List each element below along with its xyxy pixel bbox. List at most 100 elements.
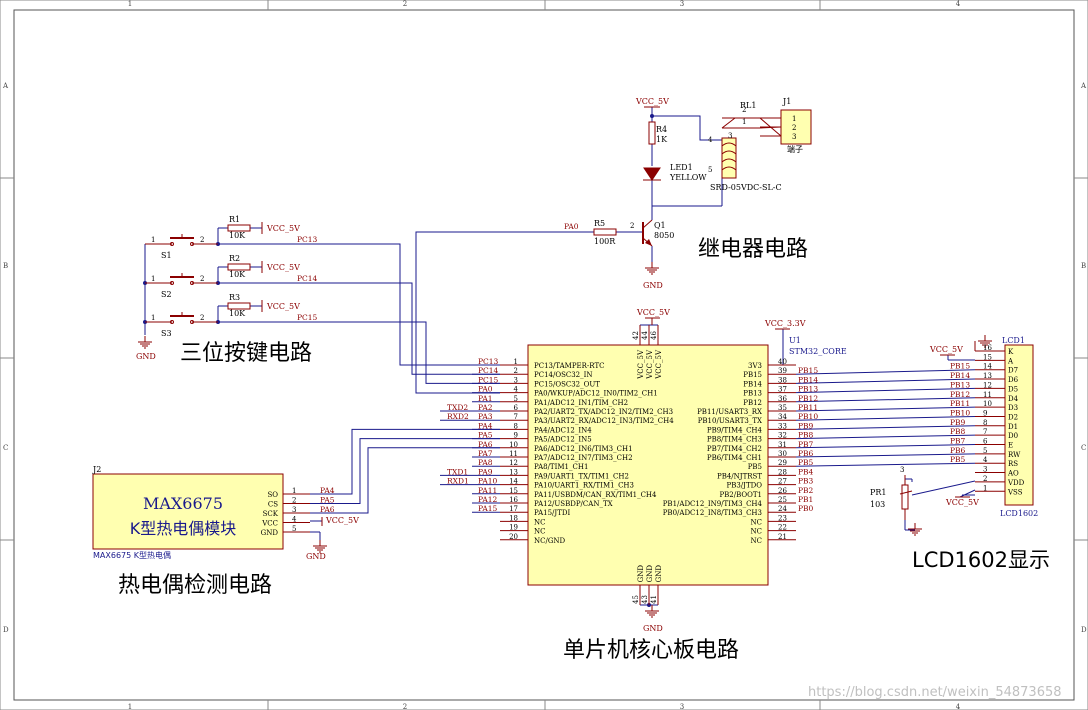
lcd-net-label: PB15 [950,362,970,371]
pot-value: 103 [870,500,885,509]
mcu-left-pin-number: 16 [509,496,518,504]
mcu-left-pin-number: 2 [514,367,518,375]
r5-value: 100R [594,237,616,246]
mcu-left-pin-number: 14 [509,478,518,486]
mcu-right-pin-name: PB14 [743,380,762,388]
relay-vcc-label: VCC_5V [635,97,669,106]
button-net-label: PC15 [297,313,318,322]
frame-row-label-left: B [3,262,8,270]
bus-wire-pb13 [795,387,976,394]
mcu-right-pin-number: 37 [778,386,787,394]
watermark-text: https://blog.csdn.net/weixin_54873658 [808,685,1062,700]
mcu-top-pin-number: 44 [641,331,649,340]
lcd-vdd-wire [959,489,976,498]
frame-row-label-left: C [3,444,8,452]
lcd-pin-name: VDD [1007,479,1025,487]
mcu-right-pin-name: PB6/TIM4_CH1 [707,454,762,462]
frame-col-label-top: 4 [956,0,961,8]
mcu-right-pin-name: NC [751,528,762,536]
lcd-pin-name: RS [1008,460,1018,468]
lcd-pin-name: D5 [1008,385,1018,393]
mcu-bottom-pin-number: 45 [632,595,640,604]
mcu-body [527,344,769,586]
mcu-left-pin-number: 18 [509,514,518,522]
pot-wiper [899,490,913,495]
net-label-txd2: TXD2 [447,403,468,412]
pot-pin-number: 3 [900,466,904,474]
net-label-pb4: PB4 [798,467,814,476]
resistor-r4 [648,121,656,145]
max6675-pin-number: 1 [292,487,296,495]
frame-row-label-right: C [1081,444,1086,452]
lcd-pin-name: D6 [1008,376,1019,384]
net-label-pb10: PB10 [798,412,818,421]
mcu-left-pin-name: PA1/ADC12_IN1/TIM_CH2 [534,399,628,407]
mcu-left-pin-name: PA15/JTDI [534,509,570,517]
mcu-right-pin-name: NC [751,537,762,545]
mcu-bottom-pin-name: GND [655,565,663,583]
net-label-pb1: PB1 [798,495,813,504]
mcu-right-pin-number: 30 [778,450,787,458]
lcd-net-label: PB8 [950,427,966,436]
section-title-thermocouple: 热电偶检测电路 [118,573,272,598]
mcu-left-pin-name: NC [534,518,545,526]
led-ref: LED1 [670,163,693,172]
mcu-top-pin-number: 42 [632,331,640,340]
net-label-pa15: PA15 [478,504,498,513]
max6675-net-wire [310,447,500,514]
r4-value: 1K [656,135,668,144]
net-label-pb15: PB15 [798,366,818,375]
lcd-net-label: PB7 [950,437,966,446]
net-label-pa9: PA9 [478,467,493,476]
junction-dot [650,114,654,118]
mcu-right-pin-number: 21 [778,533,787,541]
net-label-pb13: PB13 [798,385,818,394]
mcu-part: STM32_CORE [789,347,847,356]
lcd-pin-name: D1 [1008,423,1018,431]
relay-part: SRD-05VDC-SL-C [710,183,782,192]
button-gnd-label: GND [136,352,156,361]
relay-pin-number: 2 [742,106,746,114]
net-label-pc15: PC15 [478,375,499,384]
mcu-left-pin-number: 4 [514,386,519,394]
mcu-right-pin-name: PB0/ADC12_IN8/TIM3_CH3 [663,509,762,517]
mcu-left-pin-name: PA8/TIM1_CH1 [534,463,588,471]
mcu-left-pin-number: 17 [509,505,518,513]
resistor-ref: R3 [229,293,240,302]
pa0-wire [415,231,594,394]
mcu-right-pin-name: PB10/USART3_TX [698,417,762,425]
frame-col-label-bottom: 3 [680,703,684,710]
button-net-label: PC13 [297,235,318,244]
mcu-right-pin-name: PB4/NJTRST [717,472,762,480]
pullup-resistor [227,263,251,271]
lcd-pin-number: 12 [983,381,992,389]
terminal-pin-number: 1 [792,115,796,123]
resistor-value: 10K [229,270,246,279]
mcu-left-pin-name: PC14/OSC32_IN [534,371,593,379]
bus-wire-pb12 [795,397,976,403]
lcd-pin-number: 3 [983,466,987,474]
mcu-right-pin-name: NC [751,518,762,526]
lcd-pin-name: K [1008,348,1014,356]
lcd-pin-number: 10 [983,400,992,408]
mcu-left-pin-number: 6 [514,404,519,412]
mcu-left-pin-number: 13 [509,468,518,476]
mcu-bottom-pin-name: GND [637,565,645,583]
net-label-pb0: PB0 [798,504,814,513]
lcd-pin-number: 13 [983,372,992,380]
lcd-pin-number: 1 [983,484,987,492]
terminal-pin-number: 3 [792,133,796,141]
relay-coil-wire [652,115,722,141]
mcu-right-pin-number: 40 [778,358,787,366]
mcu-left-pin-number: 12 [509,459,518,467]
mcu-left-pin-name: PA12/USBDP/CAN_TX [534,500,613,508]
frame-col-label-bottom: 1 [128,703,132,710]
pot-wire [911,480,976,496]
button-vcc-label: VCC_5V [266,263,300,272]
mcu-right-pin-number: 25 [778,496,787,504]
mcu-left-pin-name: PA9/UART1_TX/TIM1_CH2 [534,472,629,480]
coil-turn [721,166,737,171]
resistor-value: 10K [229,309,246,318]
section-title-buttons: 三位按键电路 [180,341,312,366]
